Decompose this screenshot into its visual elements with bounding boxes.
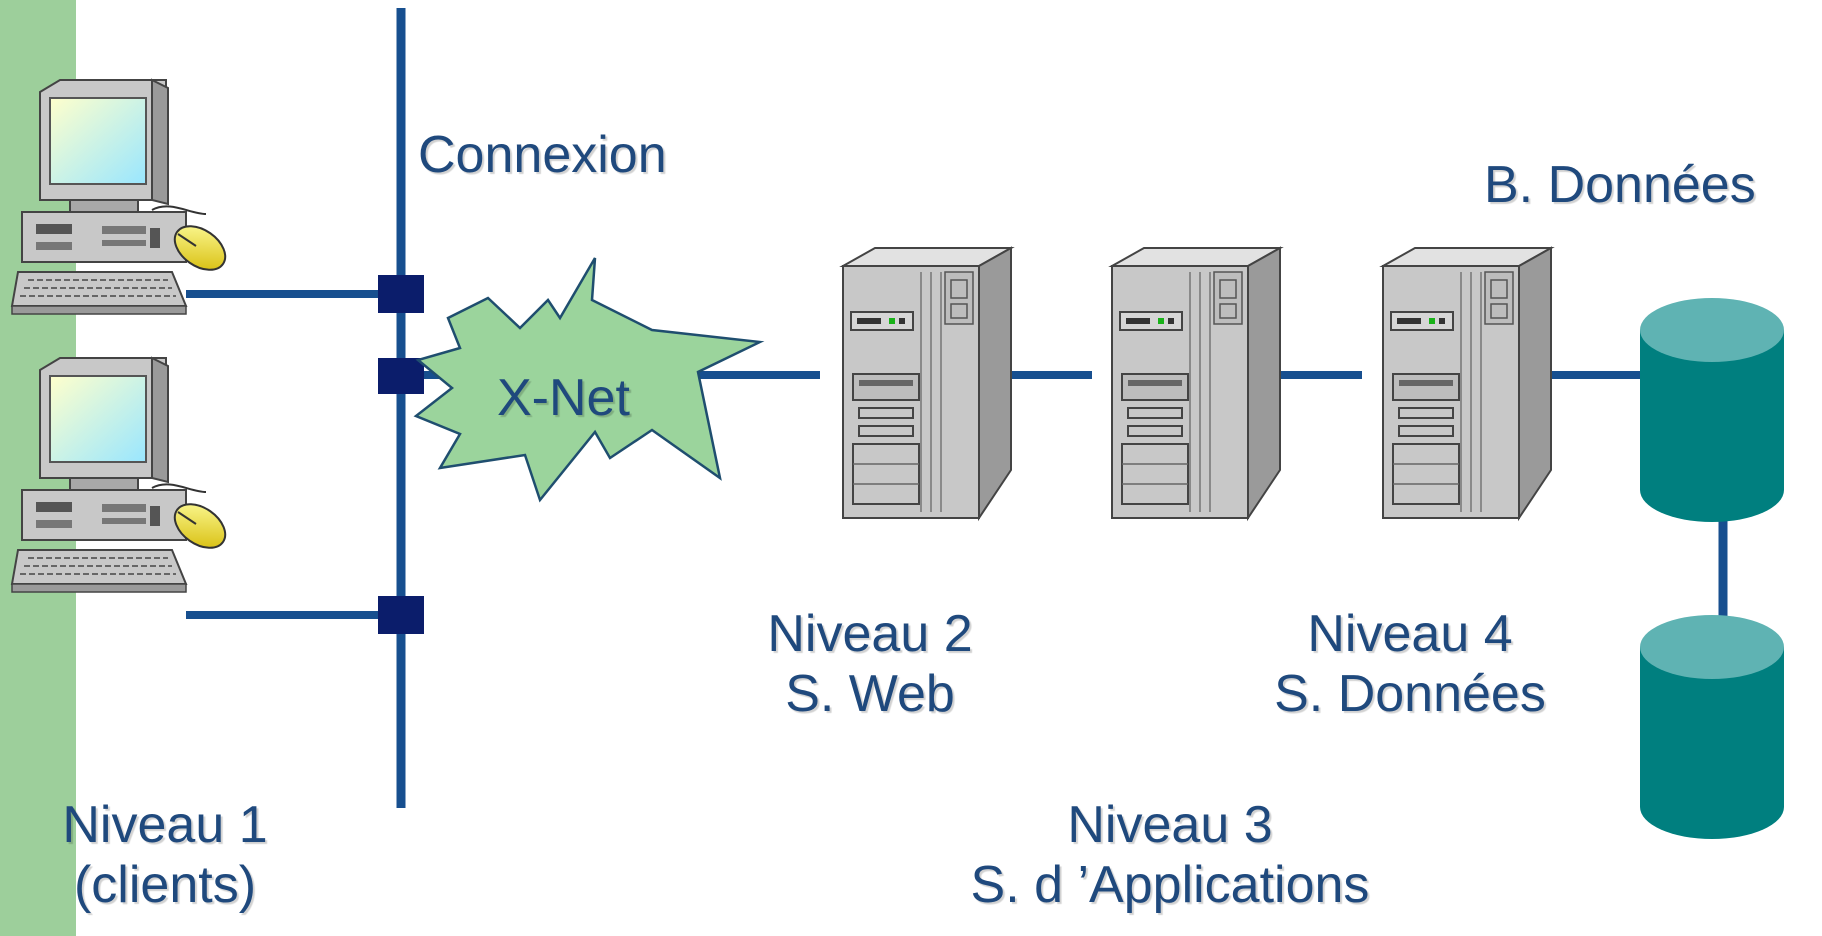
client-computer-top-icon xyxy=(11,79,235,315)
network-cloud-icon xyxy=(413,257,765,503)
niveau-2-subtitle: S. Web xyxy=(785,665,955,723)
database-cylinder-top-icon xyxy=(1640,298,1784,522)
connector-bottom xyxy=(378,596,424,634)
client-computer-bottom-icon xyxy=(11,357,235,593)
label-b-donnees: B. Données xyxy=(1484,156,1756,214)
label-xnet: X-Net xyxy=(497,369,630,427)
niveau-3-title: Niveau 3 xyxy=(1067,796,1273,854)
niveau-3-subtitle: S. d ’Applications xyxy=(970,856,1370,914)
niveau-4-subtitle: S. Données xyxy=(1274,665,1546,723)
database-cylinder-bottom-icon xyxy=(1640,615,1784,839)
niveau-1-title: Niveau 1 xyxy=(62,796,268,854)
data-server-icon xyxy=(1382,247,1552,519)
niveau-2-title: Niveau 2 xyxy=(767,605,973,663)
label-niveau-3: Niveau 3 S. d ’Applications xyxy=(880,795,1460,915)
niveau-4-title: Niveau 4 xyxy=(1307,605,1513,663)
application-server-icon xyxy=(1111,247,1281,519)
label-niveau-1: Niveau 1 (clients) xyxy=(0,795,330,915)
label-niveau-2: Niveau 2 S. Web xyxy=(690,604,1050,724)
connector-top xyxy=(378,275,424,313)
label-niveau-4: Niveau 4 S. Données xyxy=(1220,604,1600,724)
connector-middle xyxy=(378,358,424,394)
web-server-icon xyxy=(842,247,1012,519)
niveau-1-subtitle: (clients) xyxy=(73,856,257,914)
label-connexion: Connexion xyxy=(418,126,667,184)
